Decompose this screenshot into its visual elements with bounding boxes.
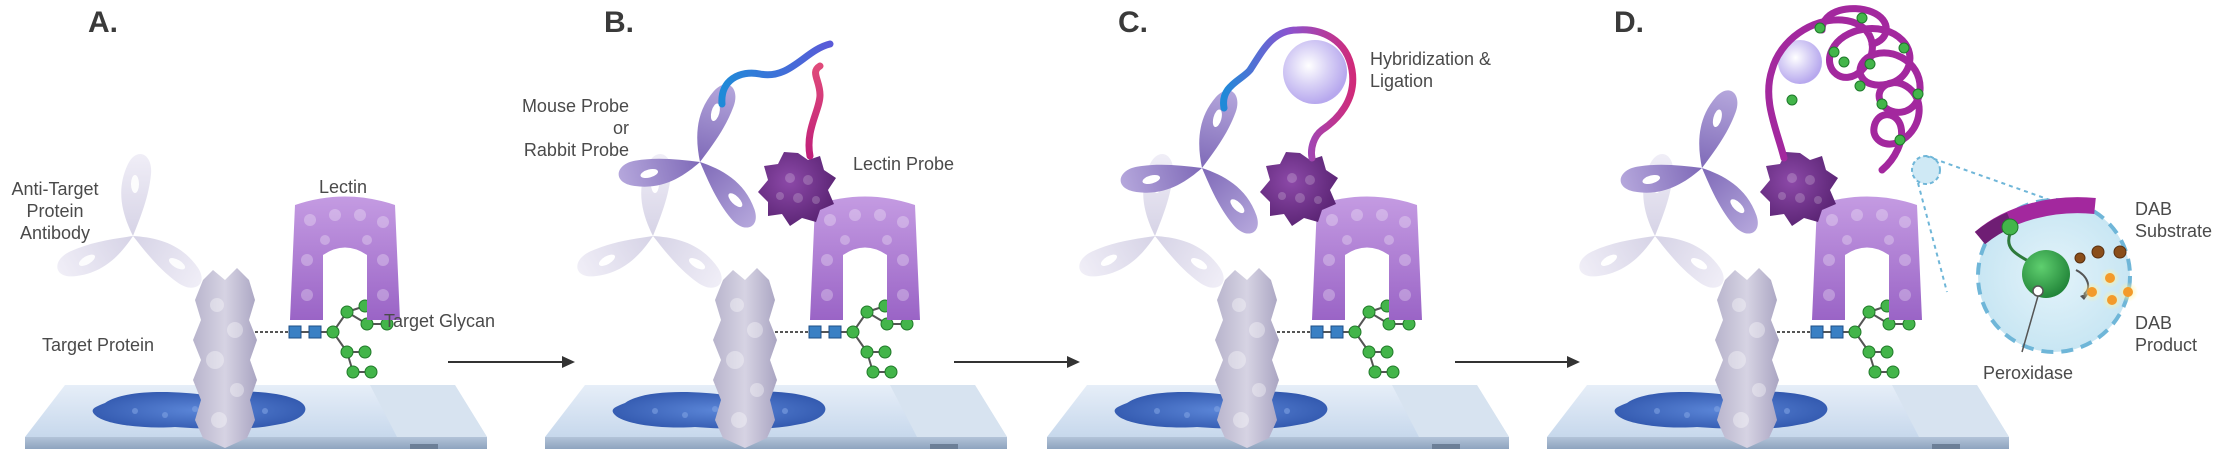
arrow-b-to-c bbox=[954, 356, 1080, 368]
zoom-detail bbox=[1974, 197, 2138, 354]
dab-substrate-label-line-2: Substrate bbox=[2135, 221, 2213, 241]
probe-label-line-2: Rabbit Probe bbox=[523, 140, 629, 160]
dab-product-label-line-2: Product bbox=[2135, 335, 2198, 355]
target-protein-label: Target Protein bbox=[42, 335, 155, 355]
dab-product-label: DAB Product bbox=[2135, 312, 2197, 356]
dab-substrate-label: DAB Substrate bbox=[2135, 198, 2212, 242]
target-glycan-label: Target Glycan bbox=[384, 311, 496, 331]
antibody-label: Anti-Target Protein Antibody bbox=[0, 178, 110, 244]
panel-a-letter: A. bbox=[88, 6, 118, 39]
antibody-label-line-2: Protein bbox=[26, 201, 84, 221]
panel-b bbox=[545, 40, 1007, 449]
arrow-a-to-b bbox=[448, 356, 575, 368]
lectin-probe-label: Lectin Probe bbox=[853, 154, 955, 174]
panel-c-letter: C. bbox=[1118, 6, 1148, 39]
panel-d bbox=[1547, 5, 2051, 449]
panel-d-letter: D. bbox=[1614, 6, 1644, 39]
probe-label: Mouse Probe or Rabbit Probe bbox=[505, 95, 629, 161]
lectin-label: Lectin bbox=[319, 177, 368, 197]
hybridization-label-line-1: Hybridization & bbox=[1370, 49, 1492, 69]
antibody-label-line-1: Anti-Target bbox=[11, 179, 99, 199]
dab-substrate-label-line-1: DAB bbox=[2135, 199, 2173, 219]
hybridization-label: Hybridization & Ligation bbox=[1370, 48, 1491, 92]
arrow-c-to-d bbox=[1455, 356, 1580, 368]
peroxidase-label: Peroxidase bbox=[1983, 363, 2074, 383]
dab-product-label-line-1: DAB bbox=[2135, 313, 2173, 333]
panel-c bbox=[1047, 26, 1509, 449]
panel-b-letter: B. bbox=[604, 6, 634, 39]
probe-label-line-1: Mouse Probe or bbox=[521, 96, 629, 138]
antibody-label-line-3: Antibody bbox=[19, 223, 91, 243]
hybridization-label-line-2: Ligation bbox=[1370, 71, 1434, 91]
